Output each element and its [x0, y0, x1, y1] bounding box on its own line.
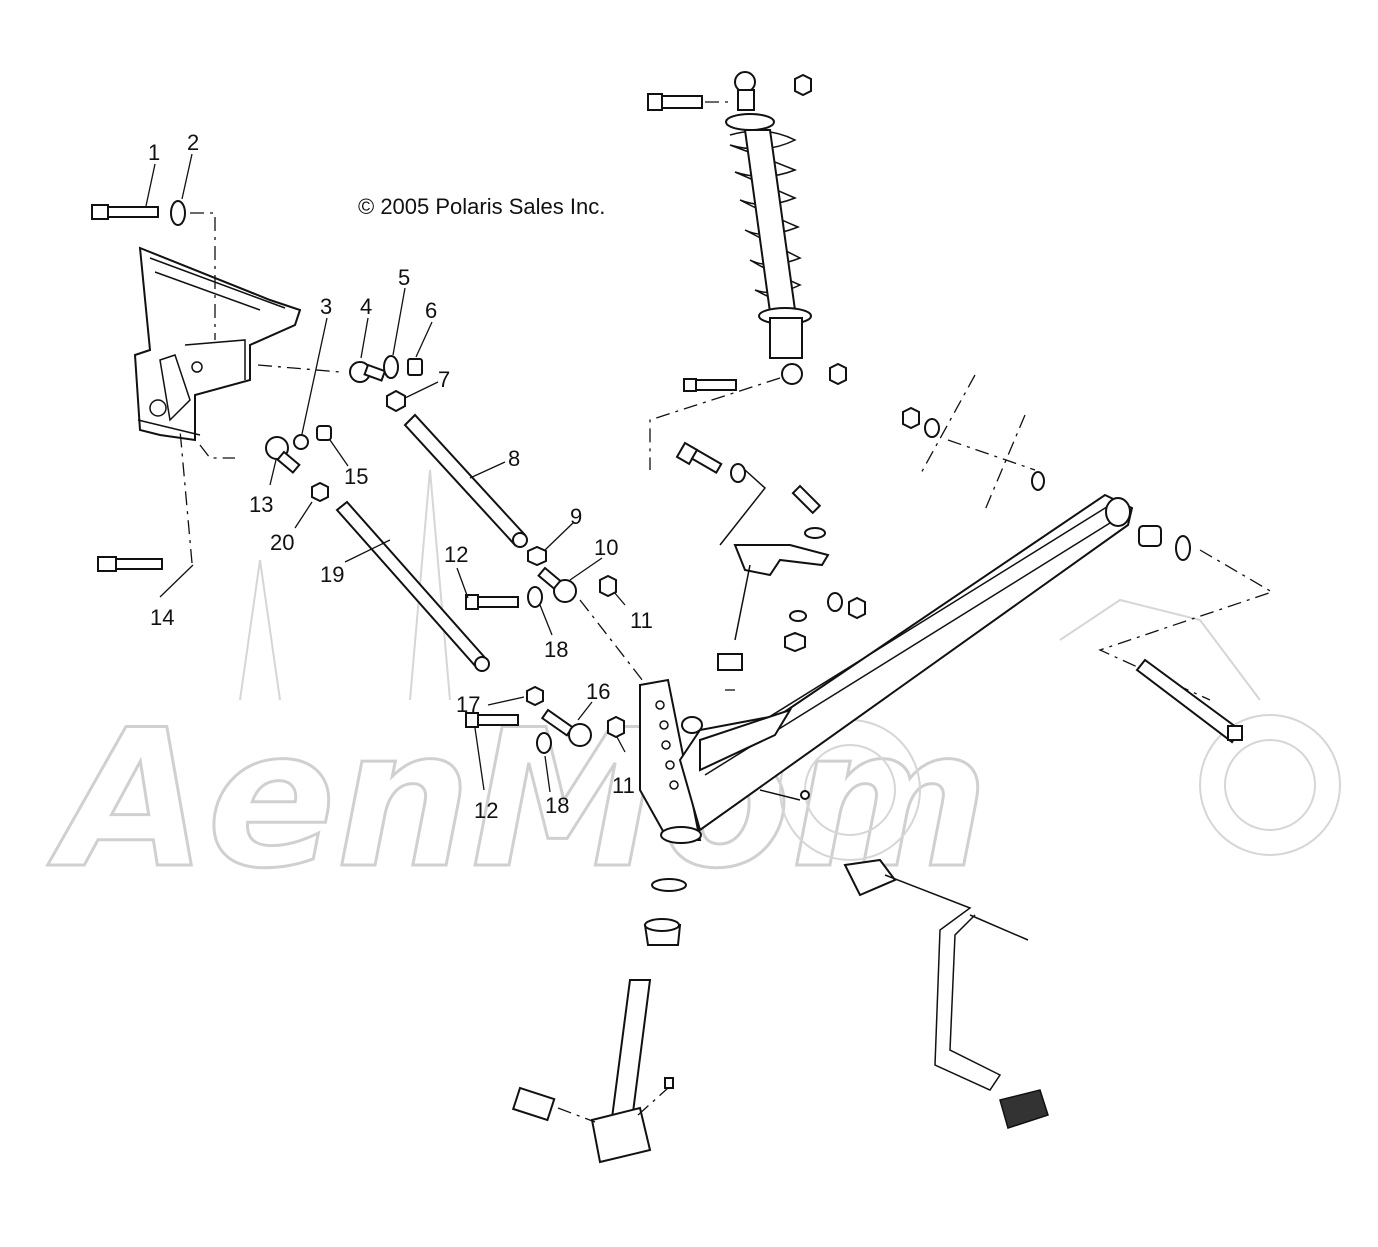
steering-bracket [675, 441, 866, 671]
callout-3: 3 [320, 294, 332, 319]
spindle-frame [639, 493, 1134, 844]
leader-dash [179, 429, 193, 564]
nut-6 [407, 358, 423, 376]
callout-6: 6 [425, 298, 437, 323]
nut-7 [386, 389, 406, 413]
callout-17: 17 [456, 692, 480, 717]
tube-19 [335, 500, 490, 672]
callout-18b: 18 [545, 793, 569, 818]
callout-12b: 12 [474, 798, 498, 823]
leader-dash [257, 364, 341, 373]
bolt-1 [91, 204, 159, 220]
callout-16: 16 [586, 679, 610, 704]
pivot-tube [1098, 525, 1274, 744]
leader-dash [579, 599, 651, 691]
callout-13: 13 [249, 492, 273, 517]
shock-absorber [647, 71, 847, 470]
bushing-15 [316, 425, 332, 441]
rod-end-10 [537, 566, 577, 603]
bolt-12b [465, 712, 519, 728]
callout-19: 19 [320, 562, 344, 587]
callout-5: 5 [398, 265, 410, 290]
nut-11a [599, 574, 617, 598]
washer-2 [170, 200, 186, 226]
callout-14: 14 [150, 605, 174, 630]
rod-end-4 [349, 361, 387, 383]
callout-12a: 12 [444, 542, 468, 567]
callout-1: 1 [148, 140, 160, 165]
nut-20 [311, 481, 329, 503]
bushing-3 [293, 434, 309, 450]
washer-18b [536, 732, 552, 754]
callout-11b: 11 [612, 773, 635, 798]
callout-20: 20 [270, 530, 294, 555]
nut-17 [526, 685, 544, 707]
washer-5 [383, 355, 399, 379]
callout-8: 8 [508, 446, 520, 471]
nut-11b [607, 715, 625, 739]
callout-labels: 1 2 3 4 5 6 7 8 9 10 11 12 13 14 15 16 1… [148, 130, 653, 823]
rod-end-16 [540, 708, 592, 747]
callout-9: 9 [570, 504, 582, 529]
nut-9 [527, 545, 547, 567]
handle [843, 858, 1049, 1129]
bolt-14 [97, 556, 163, 572]
callout-11a: 11 [630, 608, 653, 633]
callout-2: 2 [187, 130, 199, 155]
rod-end-13 [265, 436, 301, 474]
callout-15: 15 [344, 464, 368, 489]
callout-7: 7 [438, 367, 450, 392]
leader-dash [199, 444, 235, 459]
spindle-shaft [511, 878, 687, 1164]
frame-bracket [133, 246, 302, 442]
callout-leaders [145, 153, 626, 793]
callout-18a: 18 [544, 637, 568, 662]
copyright-text: © 2005 Polaris Sales Inc. [358, 194, 605, 219]
callout-4: 4 [360, 294, 372, 319]
bolt-12a [465, 594, 519, 610]
tube-8 [403, 413, 528, 548]
pivot-hardware [902, 374, 1045, 511]
washer-18a [527, 586, 543, 608]
callout-10: 10 [594, 535, 618, 560]
leader-dash [190, 212, 216, 340]
